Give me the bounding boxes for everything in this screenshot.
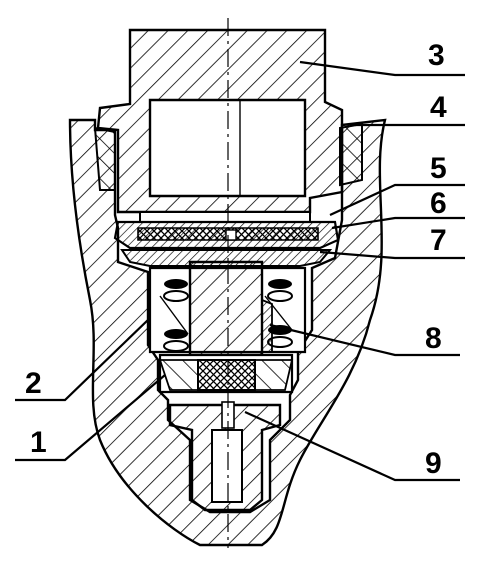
outlet-bore <box>211 429 243 503</box>
disk-5 <box>139 211 311 223</box>
diaphragm-7 <box>120 249 333 267</box>
packing-block <box>197 359 256 391</box>
callout-4: 4 <box>430 91 447 124</box>
callout-9: 9 <box>425 447 442 480</box>
callout-8: 8 <box>425 322 442 355</box>
seat-left <box>158 359 199 391</box>
seal-ring-left <box>93 126 116 191</box>
spring-right <box>264 279 293 348</box>
callout-1: 1 <box>30 426 47 459</box>
plate-center-hole <box>225 229 237 241</box>
callout-6: 6 <box>430 187 447 220</box>
callout-5: 5 <box>430 152 447 185</box>
callout-2: 2 <box>25 367 42 400</box>
seal-ring-4 <box>339 122 363 187</box>
stem-seal-8 <box>261 298 273 353</box>
callout-3: 3 <box>428 39 445 72</box>
piston-stem <box>188 260 264 357</box>
leader-lines <box>15 60 465 482</box>
seat-right <box>254 359 294 391</box>
spring-left <box>159 279 189 352</box>
callout-7: 7 <box>430 224 447 257</box>
